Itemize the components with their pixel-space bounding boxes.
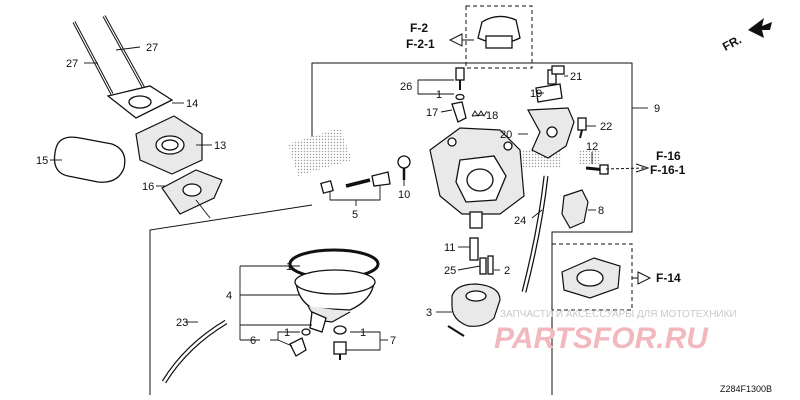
screw-26 [455,67,465,101]
callout-4: 4 [226,290,232,302]
callout-18: 18 [486,110,498,122]
callout-7: 7 [390,335,396,347]
float-3 [451,283,501,327]
drain-tube-23 [161,319,228,384]
pilot-jet-17 [451,101,467,123]
float-chamber-4 [294,269,376,333]
arrow-f14-icon [637,271,652,285]
choke-screw-5 [320,171,391,194]
callout-25: 25 [444,265,456,277]
clip-8 [561,189,589,229]
drain-screw-10 [397,155,411,180]
element-seal-ring [53,136,126,183]
assembly-frame-lower [149,204,313,395]
ref-f2-1: F-2-1 [406,37,435,51]
stud-bolt-right [102,15,148,93]
front-direction-arrow-icon [748,18,772,38]
insulator-block [135,115,203,175]
callout-14: 14 [186,98,198,110]
reference-box-f2 [465,5,533,69]
callout-3: 3 [426,307,432,319]
screw-21 [551,65,565,75]
callout-11: 11 [444,242,455,254]
float-valve-25 [479,255,494,275]
ref-f2: F-2 [410,21,428,35]
callout-27-left: 27 [66,58,78,70]
callout-12: 12 [586,141,598,153]
callout-24: 24 [514,215,526,227]
callout-22: 22 [600,121,612,133]
reference-box-f14 [551,243,633,311]
leader-lines [50,46,648,351]
front-label: FR. [720,32,744,53]
shading-strip-left [288,128,352,176]
watermark-brand: PARTSFOR.RU [494,322,709,355]
gasket-f14 [561,257,621,299]
callout-19: 19 [530,88,542,100]
arrow-f16-icon [635,163,650,173]
callout-16: 16 [142,181,154,193]
washer-7 [333,325,347,335]
screw-12 [585,164,609,175]
main-nozzle-11 [469,237,479,261]
carburetor-gasket [161,169,223,215]
callout-21: 21 [570,71,582,83]
ref-f16: F-16 [656,149,681,163]
callout-26: 26 [400,81,412,93]
drain-screw-6 [289,337,307,357]
callout-1-left: 1 [284,327,290,339]
carburetor-body [429,127,525,229]
arrow-f2-icon [448,33,463,47]
diagram-code: Z284F1300B [720,384,772,394]
ref-f14: F-14 [656,271,681,285]
callout-15: 15 [36,155,48,167]
callout-20: 20 [500,129,512,141]
valve-19 [535,69,563,103]
callout-1-gasket: 1 [286,261,292,273]
lever-bracket-20 [527,107,575,159]
callout-1-top: 1 [436,89,442,101]
callout-13: 13 [214,140,226,152]
float-pin [447,325,465,337]
ref-f16-1: F-16-1 [650,163,686,177]
callout-17: 17 [426,107,438,119]
gasket-plate [106,85,174,119]
vent-tube-24 [521,175,549,293]
callout-6: 6 [250,335,256,347]
washer-small-left [301,328,311,336]
callout-10: 10 [398,189,410,201]
callout-2: 2 [504,265,510,277]
cover-f2 [477,15,521,49]
bolt-7 [333,341,347,360]
callout-9: 9 [654,103,660,115]
screw-22 [577,117,587,139]
callout-27-top: 27 [146,42,158,54]
callout-1-right: 1 [360,327,366,339]
spring-18 [471,110,488,117]
arrow-f16-shaft [605,167,647,170]
callout-5: 5 [352,209,358,221]
stud-bolt-left [72,21,114,95]
callout-8: 8 [598,205,604,217]
shading-strip-far [578,150,600,164]
watermark-caption: ЗАПЧАСТИ И АКСЕССУАРЫ ДЛЯ МОТОТЕХНИКИ [500,309,737,320]
callout-23: 23 [176,317,188,329]
